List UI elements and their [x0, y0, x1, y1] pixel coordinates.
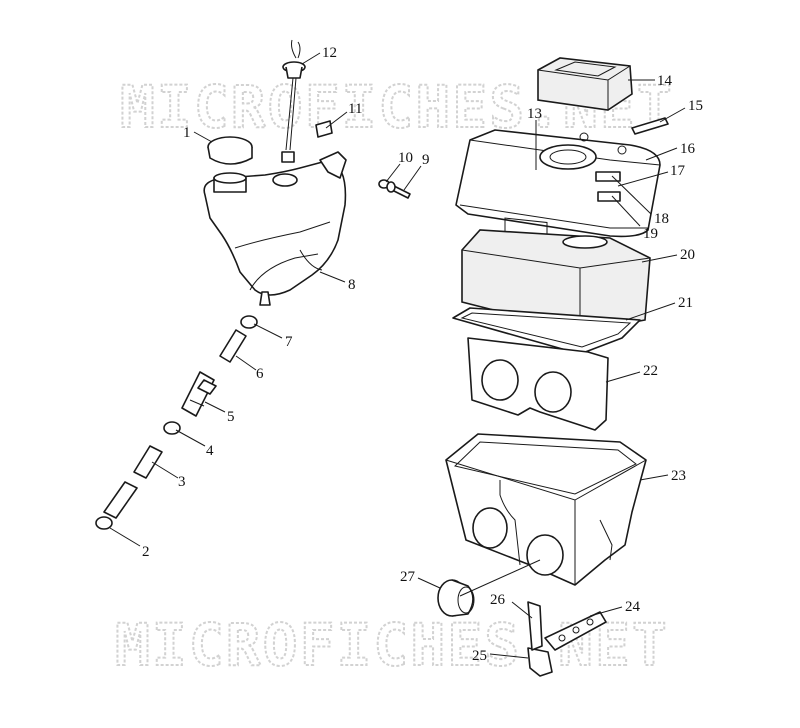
callout-6: 6 [256, 366, 264, 382]
tank-bracket [319, 151, 347, 179]
fuel-gauge-sender [281, 39, 306, 163]
callout-2: 2 [142, 544, 150, 560]
filter-element-20 [461, 229, 651, 333]
fuel-valve-5 [181, 371, 217, 417]
callout-3: 3 [178, 474, 186, 490]
rubber-boot-27 [437, 579, 475, 617]
baffle-plate-22 [467, 337, 609, 431]
callout-26: 26 [490, 592, 506, 608]
callout-16: 16 [680, 141, 696, 157]
callout-21: 21 [678, 295, 693, 311]
leader-lines [109, 52, 686, 659]
mounting-bracket-24 [544, 611, 607, 651]
callout-20: 20 [680, 247, 695, 263]
callout-15: 15 [688, 98, 703, 114]
callout-11: 11 [348, 101, 362, 117]
callout-5: 5 [227, 409, 235, 425]
callout-9: 9 [422, 152, 430, 168]
callout-8: 8 [348, 277, 356, 293]
fuel-hose-3 [103, 445, 163, 519]
bracket-25 [527, 647, 553, 677]
callout-19: 19 [643, 226, 658, 242]
callout-27: 27 [400, 569, 416, 585]
callout-23: 23 [671, 468, 686, 484]
callout-12: 12 [322, 45, 337, 61]
filter-cover-16 [455, 129, 661, 244]
callout-7: 7 [285, 334, 293, 350]
fuel-hose-6 [219, 329, 247, 363]
hose-clamp-4 [163, 421, 181, 435]
callout-1: 1 [183, 125, 191, 141]
filter-housing-23 [445, 433, 647, 586]
watermark-bottom: MICROFICHES.NET [115, 611, 669, 679]
bolt-9 [386, 181, 411, 199]
grommet-11 [315, 120, 333, 138]
hose-clamp-2 [95, 516, 113, 530]
callout-18: 18 [654, 211, 669, 227]
callout-10: 10 [398, 150, 413, 166]
strip-15 [631, 117, 669, 135]
callout-17: 17 [670, 163, 686, 179]
filler-cap [207, 136, 253, 193]
callout-14: 14 [657, 73, 673, 89]
callout-24: 24 [625, 599, 641, 615]
strap-26 [527, 601, 543, 651]
foam-pad-14 [537, 57, 633, 111]
callout-22: 22 [643, 363, 658, 379]
callout-labels: 1 2 3 4 5 6 7 8 9 10 11 12 13 14 15 16 1… [142, 45, 703, 664]
hose-clamp-7 [240, 315, 258, 329]
fuel-tank [203, 159, 347, 306]
callout-4: 4 [206, 443, 214, 459]
callout-13: 13 [527, 106, 542, 122]
callout-25: 25 [472, 648, 487, 664]
